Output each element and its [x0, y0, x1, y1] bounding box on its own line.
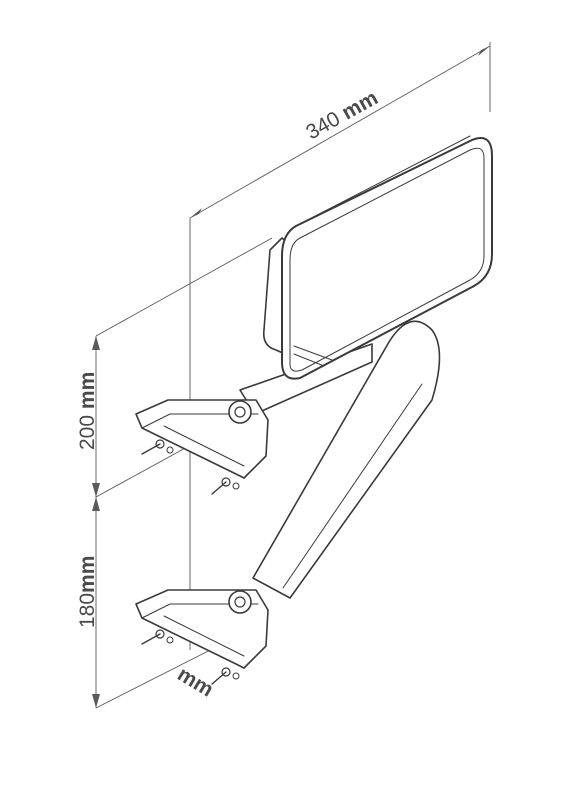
upper-bracket: [135, 399, 269, 495]
upper-arrow-bottom: [92, 483, 100, 497]
lower-arrow-bottom: [92, 694, 100, 708]
mirror-glass: [289, 147, 485, 372]
lower-screw-right-icon: [211, 667, 240, 685]
mirror-mount-line-1: [293, 345, 333, 361]
height-upper-unit: mm: [76, 372, 99, 409]
width-arrow-left: [190, 208, 202, 218]
width-unit: mm: [338, 86, 382, 124]
lower-arrow-top: [92, 497, 100, 511]
height-lower-value: 180: [76, 593, 99, 628]
upper-bracket-slot: [163, 425, 245, 467]
height-lower-unit: mm: [76, 556, 99, 593]
width-dimension-line: [189, 45, 491, 219]
mirror-top-edge: [295, 135, 471, 227]
height-upper-value: 200: [76, 415, 99, 450]
arm-inner-edge: [282, 383, 423, 589]
depth-unit-label: mm: [173, 663, 217, 702]
upper-screw-left-icon: [141, 439, 174, 455]
mirror-frame: [281, 137, 493, 380]
width-value: 340: [302, 107, 344, 144]
width-arrow-right: [478, 46, 490, 56]
upper-screw-right-icon: [211, 477, 240, 495]
lower-extension-bottom: [95, 639, 231, 709]
arm-body: [252, 320, 441, 599]
upper-extension-top: [95, 237, 273, 337]
height-upper-label: 200 mm: [76, 372, 99, 450]
mirror-mount-line-2: [293, 353, 325, 367]
height-lower-label: 180mm: [76, 556, 99, 628]
mirror-head: [262, 135, 493, 380]
upper-bolt-icon: [228, 400, 252, 424]
lower-screw-left-icon: [141, 629, 174, 645]
lower-bolt-icon: [228, 590, 252, 614]
mirror-arm: [239, 320, 441, 599]
lower-bracket-slot: [163, 615, 245, 657]
upper-arrow-top: [92, 336, 100, 350]
lower-bracket: [135, 589, 269, 685]
